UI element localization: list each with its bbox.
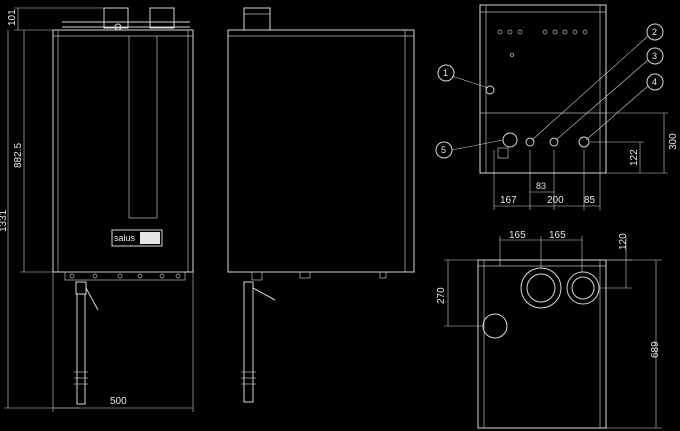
dim-270-label: 270 [436,287,447,304]
dim-167-label: 167 [500,195,517,206]
svg-text:4: 4 [652,77,657,87]
control-panel [111,229,163,247]
dim-122-label: 122 [629,149,640,166]
flue-outlet-left [103,7,129,29]
flue-outlet-right [149,7,175,29]
dim-top-label: 101 [7,9,18,26]
top-view: 1 2 3 4 5 300 122 83 167 200 85 [435,4,679,210]
connection-5 [502,132,518,148]
connection-4 [578,136,590,148]
dim-689-label: 689 [650,341,661,358]
callout-1 [437,64,455,82]
dim-165-right-label: 165 [549,230,566,241]
condensate-pipe-front [76,293,86,405]
svg-text:5: 5 [441,145,446,155]
callout-5 [435,141,453,159]
dim-body-height-label: 882.5 [13,143,24,168]
callout-3 [646,47,664,65]
boiler-plan-outline [477,259,607,429]
connection-1 [485,85,495,95]
display-screen [140,232,160,244]
condensate-pipe-side [243,281,254,403]
callout-2 [646,23,664,41]
front-view: salus 101 1331 882.5 500 [0,7,194,412]
flue-outer-2 [566,271,600,305]
drain-valve-front [75,281,87,295]
svg-text:3: 3 [652,51,657,61]
dim-120-label: 120 [618,233,629,250]
dim-85-label: 85 [584,195,596,206]
boiler-rear-panel [479,4,607,174]
svg-text:2: 2 [652,27,657,37]
dim-165-left-label: 165 [509,230,526,241]
dim-width-label: 500 [110,396,127,407]
display-brand: salus [114,233,136,243]
boiler-body-side [227,29,415,273]
connection-2 [525,137,535,147]
dim-overall-height-label: 1331 [0,209,9,232]
svg-text:1: 1 [443,68,448,78]
side-view [227,7,415,403]
flue-side [243,7,271,31]
callout-4 [646,73,664,91]
dim-300-label: 300 [668,133,679,150]
flue-view: 165 165 120 689 270 [436,230,662,429]
dim-83-label: 83 [536,181,546,191]
air-intake [482,313,508,339]
dim-200-label: 200 [547,195,564,206]
connection-3 [549,137,559,147]
